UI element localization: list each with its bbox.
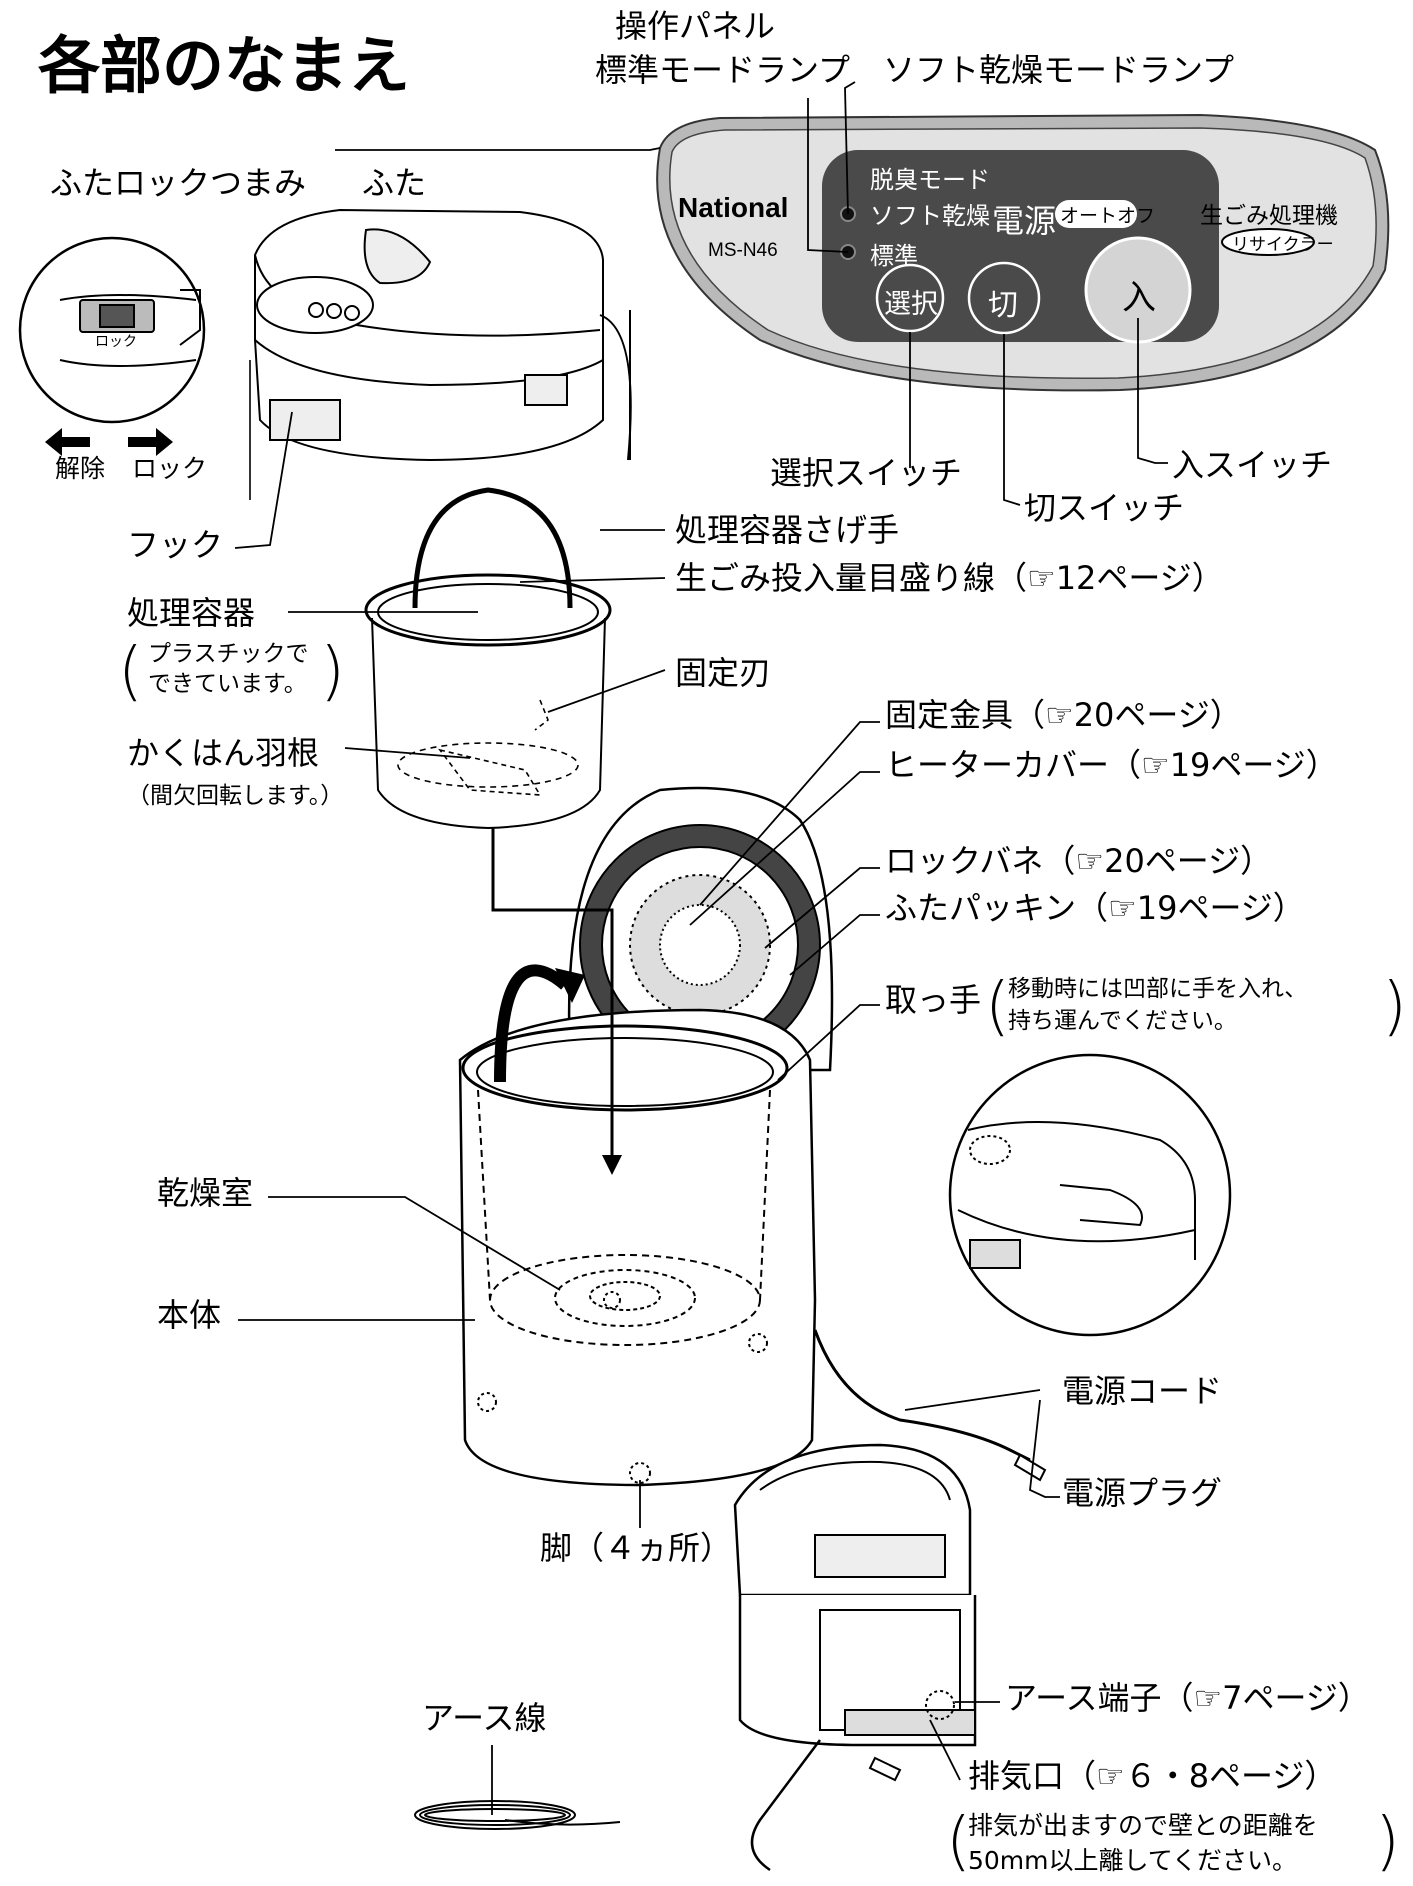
power-plug-label: 電源プラグ (1062, 1474, 1223, 1512)
lid-illustration (249, 208, 632, 500)
standard-text: 標準 (870, 242, 918, 270)
standard-mode-lamp-label: 標準モードランプ (595, 51, 851, 89)
release-label: 解除 (55, 454, 106, 483)
control-panel (656, 113, 1390, 392)
lock-sticker-text: ロック (95, 334, 137, 350)
select-button-label: 選択 (884, 289, 938, 320)
drying-chamber-label: 乾燥室 (157, 1174, 254, 1212)
auto-off-text: オートオフ (1060, 205, 1156, 227)
grip-note-paren-left: ( (985, 970, 1010, 1044)
brand-logo: National (678, 192, 789, 223)
body-label: 本体 (157, 1296, 222, 1334)
grip-note-paren-right: ) (1382, 970, 1407, 1044)
main-body-illustration (238, 721, 1060, 1528)
lid-lock-knob-label: ふたロックつまみ (50, 164, 307, 202)
panel-leaders (335, 81, 1168, 506)
auto-off-badge (1055, 200, 1137, 228)
hook-label: フック (127, 526, 224, 564)
grip-note-2: 持ち運んでください。 (1008, 1008, 1237, 1034)
exhaust-note-paren-right: ) (1375, 1805, 1400, 1879)
off-button-ring (967, 261, 1041, 335)
fixing-bracket-label: 固定金具（☞20ページ） (885, 696, 1242, 734)
grip-label: 取っ手 (885, 981, 982, 1019)
release-arrow-icon (45, 428, 90, 456)
select-button-ring (875, 263, 945, 333)
recycle-badge (1221, 228, 1315, 256)
earth-wire-illustration (414, 1745, 621, 1830)
stirring-blade-label: かくはん羽根 (127, 734, 320, 772)
soft-dry-text: ソフト乾燥 (870, 202, 990, 230)
exhaust-note-1: 排気が出ますので壁との距離を (968, 1811, 1318, 1840)
container-label: 処理容器 (127, 594, 256, 632)
power-cord-label: 電源コード (1062, 1372, 1223, 1410)
container-illustration (288, 487, 666, 830)
model-number: MS-N46 (708, 240, 778, 261)
lock-spring-label: ロックバネ（☞20ページ） (885, 842, 1273, 880)
gauge-line-label: 生ごみ投入量目盛り線（☞12ページ） (675, 559, 1224, 597)
deodor-mode-text: 脱臭モード (870, 166, 990, 194)
legs-label: 脚（４ヵ所） (540, 1529, 733, 1567)
lock-detail-magnifier (18, 236, 206, 456)
on-button-label: 入 (1122, 278, 1156, 318)
heater-cover-label: ヒーターカバー（☞19ページ） (885, 746, 1338, 784)
page-title: 各部のなまえ (38, 29, 411, 102)
on-switch-label: 入スイッチ (1172, 446, 1333, 484)
open-lid-arrow (494, 964, 569, 1083)
exhaust-note-2: 50mm以上離してください。 (968, 1846, 1298, 1875)
container-handle-label: 処理容器さげ手 (675, 511, 900, 549)
container-note-paren-right: ) (320, 635, 345, 709)
lock-label: ロック (132, 454, 208, 483)
stirring-blade-note: （間欠回転します。） (127, 783, 344, 809)
select-switch-label: 選択スイッチ (770, 454, 963, 492)
soft-dry-mode-lamp-label: ソフト乾燥モードランプ (883, 51, 1235, 89)
lid-packing-label: ふたパッキン（☞19ページ） (885, 889, 1305, 927)
lid-label: ふた (362, 164, 427, 202)
earth-wire-label: アース線 (422, 1699, 547, 1737)
container-note-2: できています。 (148, 671, 307, 697)
rear-view-illustration (733, 1443, 1000, 1872)
fixed-blade-label: 固定刃 (675, 654, 772, 692)
panel-heading: 操作パネル (615, 7, 776, 45)
recycler-text: リサイクラー (1232, 235, 1334, 255)
earth-terminal-label: アース端子（☞7ページ） (1005, 1679, 1370, 1717)
power-text: 電源 (992, 202, 1057, 240)
container-note-paren-left: ( (118, 635, 143, 709)
grip-note-1: 移動時には凹部に手を入れ、 (1008, 976, 1308, 1002)
product-name-text: 生ごみ処理機 (1200, 203, 1338, 229)
exhaust-note-paren-left: ( (946, 1805, 971, 1879)
grip-detail-magnifier (948, 1053, 1232, 1337)
exhaust-port-label: 排気口（☞６・8ページ） (968, 1757, 1337, 1795)
off-button-label: 切 (988, 288, 1018, 323)
off-switch-label: 切スイッチ (1024, 489, 1185, 527)
container-note-1: プラスチックで (148, 641, 309, 667)
lock-arrow-icon (128, 428, 173, 456)
